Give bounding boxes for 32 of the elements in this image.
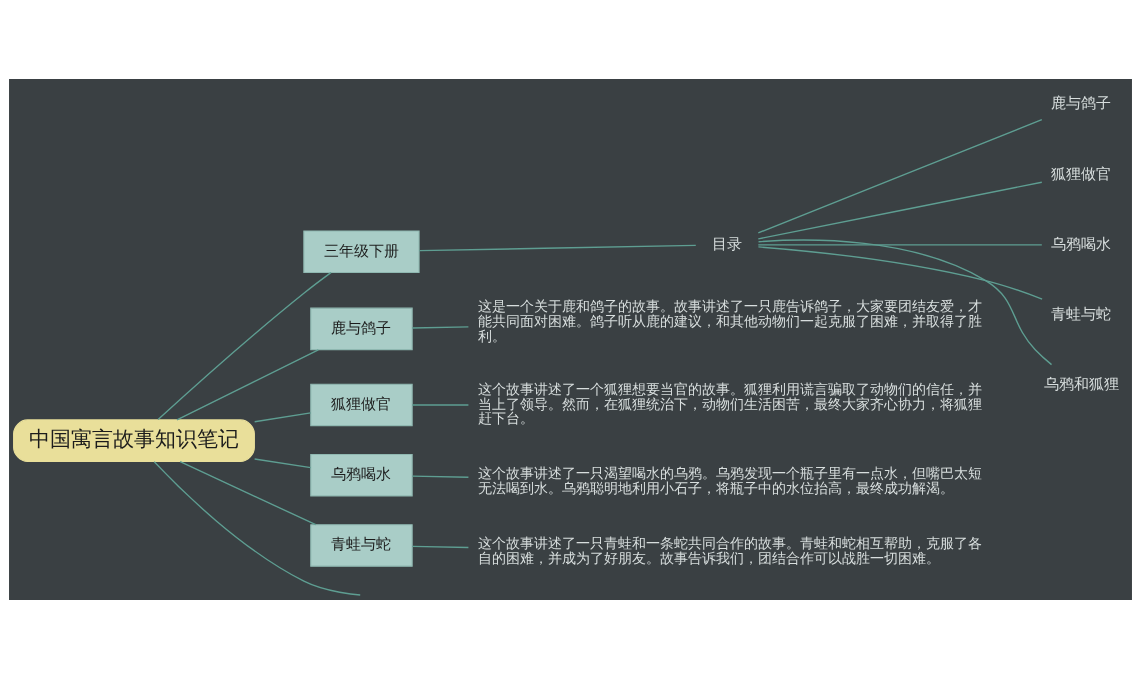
connector	[179, 460, 317, 525]
node-text: 这个故事讲述了一只渴望喝水的乌鸦。乌鸦发现一个瓶子里有一点水，但嘴巴太短无法喝到水。乌鸦聪明地利用小石子，将瓶子中的水位抬高，最终成功解渴。	[477, 464, 982, 496]
connector	[411, 403, 470, 406]
connector	[253, 411, 312, 422]
node-text: 目录	[712, 234, 743, 253]
connector	[757, 118, 1043, 234]
node-box: 中国寓言故事知识笔记	[13, 418, 255, 462]
node-text: 乌鸦喝水	[1051, 234, 1112, 253]
node-text: 乌鸦和狐狸	[1043, 374, 1119, 393]
node-box: 青蛙与蛇	[310, 523, 413, 567]
connector	[411, 474, 470, 478]
connector	[176, 348, 319, 421]
connector	[418, 244, 697, 251]
node-box: 乌鸦喝水	[310, 453, 413, 496]
connector	[157, 271, 332, 420]
node-box: 三年级下册	[303, 229, 420, 273]
node-text: 青蛙与蛇	[1051, 304, 1112, 323]
connector	[153, 460, 361, 596]
node-text: 鹿与鸽子	[1051, 93, 1112, 112]
node-text: 这个故事讲述了一只青蛙和一条蛇共同合作的故事。青蛙和蛇相互帮助，克服了各自的困难，并成为了好朋友。故事告诉我们，团结合作可以战胜一切困难。	[477, 534, 982, 566]
node-box: 狐狸做官	[310, 383, 413, 426]
connector	[253, 457, 312, 468]
connector	[757, 181, 1043, 240]
node-text: 这个故事讲述了一个狐狸想要当官的故事。狐狸利用谎言骗取了动物们的信任，并当上了领导。然而，在狐狸统治下，动物们生活困苦，最终大家齐心协力，将狐狸赶下台。	[477, 380, 982, 426]
connector	[757, 245, 1043, 300]
connector	[411, 325, 470, 329]
node-text: 狐狸做官	[1051, 164, 1112, 183]
node-box: 鹿与鸽子	[310, 307, 413, 350]
node-text: 这是一个关于鹿和鸽子的故事。故事讲述了一只鹿告诉鸽子，大家要团结友爱，才能共同面对困难。鸽子听从鹿的建议，和其他动物们一起克服了困难，并取得了胜利。	[477, 297, 982, 344]
connector	[757, 238, 1053, 365]
connector	[411, 545, 470, 548]
connector	[757, 243, 1043, 246]
